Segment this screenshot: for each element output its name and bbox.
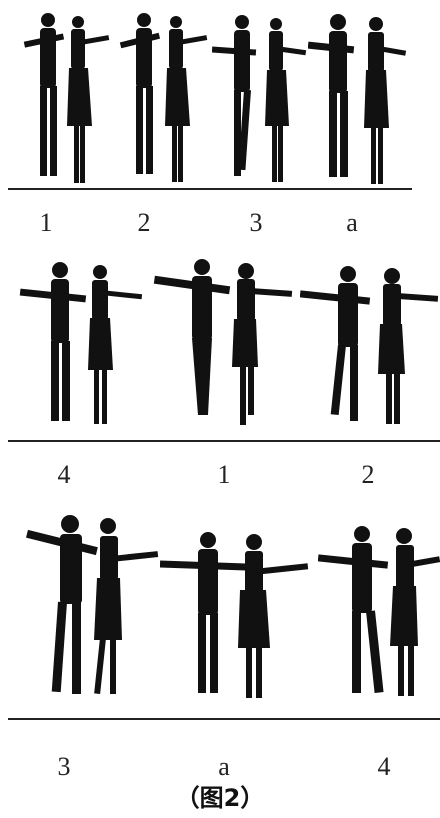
dancing-couple-silhouette-icon [308, 10, 408, 185]
count-label: 2 [362, 460, 375, 490]
dancing-couple-silhouette-icon [212, 10, 307, 185]
dancing-couple-silhouette-icon [18, 258, 143, 430]
divider-line [8, 718, 440, 720]
count-label: 3 [250, 208, 263, 238]
count-label: 4 [58, 460, 71, 490]
count-label: 1 [218, 460, 231, 490]
count-label: 1 [40, 208, 53, 238]
dancing-couple-silhouette-icon [300, 262, 440, 430]
dancing-couple-silhouette-icon [160, 528, 310, 703]
divider-line [8, 440, 440, 442]
dancing-couple-silhouette-icon [152, 255, 294, 430]
count-label: a [346, 208, 358, 238]
divider-line [8, 188, 412, 190]
figure-caption: （图2） [0, 778, 440, 813]
dancing-couple-silhouette-icon [318, 522, 440, 702]
dancing-couple-silhouette-icon [22, 8, 112, 183]
dancing-couple-silhouette-icon [118, 8, 208, 183]
count-label: 2 [138, 208, 151, 238]
dancing-couple-silhouette-icon [24, 512, 159, 702]
